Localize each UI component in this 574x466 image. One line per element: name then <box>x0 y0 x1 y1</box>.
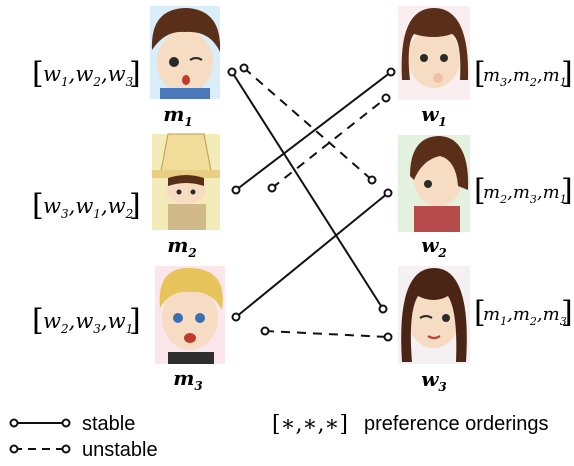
svg-text:m3,m2,m1: m3,m2,m1 <box>483 65 567 89</box>
stable-line-m3-w2 <box>235 192 389 318</box>
stable-endpoint-m1 <box>227 67 237 77</box>
pref-m2: [ w3,w1,w2 ] <box>32 188 141 223</box>
label-w3: w3 <box>421 367 447 394</box>
svg-text:]: ] <box>561 56 573 91</box>
svg-text:w3,w1,w2: w3,w1,w2 <box>43 194 133 221</box>
pref-w1: [ m3,m2,m1 ] <box>474 56 573 91</box>
unstable-endpoint-m2 <box>267 183 277 193</box>
stable-endpoint-w3 <box>378 304 388 314</box>
svg-text:[: [ <box>32 303 44 338</box>
stable-endpoint-w2 <box>383 188 393 198</box>
svg-text:]: ] <box>129 303 141 338</box>
svg-text:w1,w2,w3: w1,w2,w3 <box>43 62 134 89</box>
stable-endpoint-m3 <box>231 312 241 322</box>
label-w1: w1 <box>421 102 447 129</box>
label-m2: m2 <box>167 233 197 260</box>
svg-text:]: ] <box>561 173 573 208</box>
legend-pref-label: preference orderings <box>364 413 549 435</box>
pref-m3: [ w2,w3,w1 ] <box>32 303 141 338</box>
avatar-m1 <box>150 6 221 99</box>
label-w2: w2 <box>421 233 447 260</box>
stable-endpoint-m2 <box>231 185 241 195</box>
svg-text:[: [ <box>32 188 44 223</box>
legend-stable-swatch <box>9 418 71 428</box>
unstable-endpoint-m3 <box>260 326 270 336</box>
svg-text:w2,w3,w1: w2,w3,w1 <box>43 309 133 336</box>
legend: stable unstable [∗,∗,∗] preference order… <box>9 412 549 461</box>
legend-unstable-swatch <box>9 444 71 454</box>
stable-line-m1-w3 <box>231 71 384 310</box>
avatar-w2 <box>398 135 470 232</box>
legend-unstable-label: unstable <box>82 439 158 461</box>
pref-w3: [ m1,m2,m3 ] <box>474 295 573 330</box>
unstable-endpoint-w1 <box>381 93 391 103</box>
stable-endpoint-w1 <box>386 67 396 77</box>
unstable-endpoint-w3 <box>383 332 393 342</box>
legend-pref-symbol: [∗,∗,∗] <box>272 412 348 437</box>
svg-text:[: [ <box>474 295 486 330</box>
unstable-line-m3-w3 <box>264 330 389 338</box>
label-m3: m3 <box>173 366 203 393</box>
svg-text:m2,m3,m1: m2,m3,m1 <box>483 182 567 206</box>
svg-text:]: ] <box>129 56 141 91</box>
stable-line-m2-w1 <box>235 71 392 191</box>
avatar-m2 <box>152 133 220 230</box>
svg-text:[: [ <box>474 56 486 91</box>
svg-text:]: ] <box>561 295 573 330</box>
svg-text:m1,m2,m3: m1,m2,m3 <box>483 304 567 328</box>
avatar-w1 <box>398 6 470 100</box>
unstable-endpoint-m1 <box>239 63 249 73</box>
legend-stable-label: stable <box>82 413 135 435</box>
unstable-line-m1-w2 <box>243 67 373 181</box>
avatar-m3 <box>155 266 225 364</box>
svg-text:[: [ <box>474 173 486 208</box>
pref-w2: [ m2,m3,m1 ] <box>474 173 573 208</box>
matching-lines <box>227 63 396 342</box>
unstable-line-m2-w1 <box>271 97 387 189</box>
svg-text:[: [ <box>32 56 44 91</box>
avatar-w3 <box>398 266 470 364</box>
pref-m1: [ w1,w2,w3 ] <box>32 56 141 91</box>
svg-text:]: ] <box>129 188 141 223</box>
unstable-endpoint-w2 <box>367 175 377 185</box>
label-m1: m1 <box>163 102 193 129</box>
